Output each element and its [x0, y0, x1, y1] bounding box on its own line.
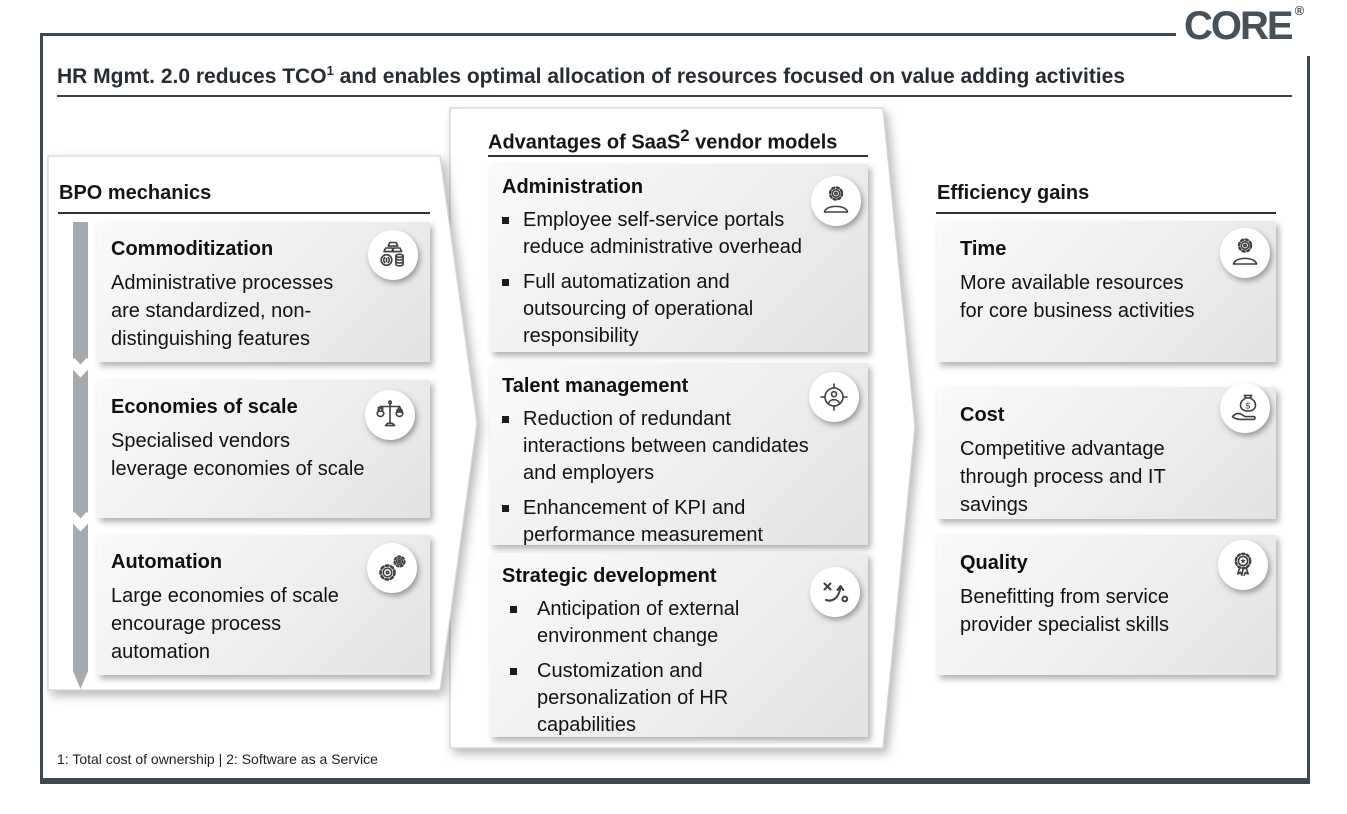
middle-header-text-suffix: vendor models [689, 131, 838, 154]
slide-frame-border [40, 33, 1310, 784]
middle-header-text: Advantages of SaaS [488, 131, 681, 154]
bullet-item: Customization and personalization of HR … [502, 658, 856, 739]
title-divider [57, 95, 1292, 97]
money-bag-hand-icon: $ [1231, 394, 1257, 421]
card-title: Strategic development [502, 565, 717, 587]
bullet-square [502, 279, 509, 286]
process-arrow-notch [67, 511, 94, 532]
brand-logo-text: CORE [1184, 4, 1294, 48]
footnote: 1: Total cost of ownership | 2: Software… [57, 751, 378, 767]
page-title-text: HR Mgmt. 2.0 reduces TCO [57, 65, 327, 88]
card-strategic-development: Strategic development Anticipation of ex… [490, 553, 868, 737]
commodity-icon-circle [368, 230, 418, 280]
user-target-icon [820, 383, 848, 411]
card-time: Time More available resources for core b… [937, 221, 1276, 362]
time-icon-circle [1220, 228, 1270, 278]
brand-logo: CORE® [1176, 2, 1311, 56]
middle-header-superscript: 2 [680, 126, 690, 145]
economies-icon-circle [365, 390, 415, 440]
middle-header-divider [488, 155, 868, 157]
card-body: Specialised vendors leverage economies o… [111, 430, 365, 480]
page-title: HR Mgmt. 2.0 reduces TCO1 and enables op… [57, 63, 1297, 89]
card-body: Administrative processes are standardize… [111, 272, 334, 350]
card-title: Administration [502, 176, 644, 198]
automation-icon-circle [367, 543, 417, 593]
commodity-money-icon [380, 241, 404, 267]
card-body: Benefitting from service provider specia… [960, 586, 1169, 636]
card-title: Quality [960, 552, 1028, 574]
strategy-icon [823, 582, 849, 603]
card-automation: Automation Large economies of scale enco… [97, 535, 430, 675]
bullet-text: Anticipation of external environment cha… [537, 598, 740, 647]
card-talent-management: Talent management Reduction of redundant… [490, 363, 868, 546]
bullet-square [502, 217, 509, 224]
left-header-divider [58, 212, 430, 214]
bullet-text: Enhancement of KPI and performance measu… [523, 497, 764, 546]
cost-icon-circle: $ [1220, 383, 1270, 433]
administration-icon-circle [811, 176, 861, 226]
user-gear-icon [823, 186, 849, 213]
right-header-divider [936, 212, 1276, 214]
left-column-header: BPO mechanics [59, 182, 212, 204]
user-gear-icon [1232, 238, 1258, 265]
gears-icon [379, 555, 406, 581]
bullet-item: Reduction of redundant interactions betw… [502, 406, 856, 487]
bullet-square [502, 416, 509, 423]
bullet-text: Customization and personalization of HR … [537, 660, 729, 736]
middle-column-header: Advantages of SaaS2 vendor models [488, 126, 837, 155]
bullet-square [502, 505, 509, 512]
card-administration: Administration Employee self-service por… [490, 164, 868, 352]
card-body: Large economies of scale encourage proce… [111, 585, 339, 663]
card-cost: Cost Competitive advantage through proce… [937, 387, 1276, 519]
card-title: Economies of scale [111, 396, 298, 418]
card-title: Talent management [502, 375, 689, 397]
bullet-text: Full automatization and outsourcing of o… [523, 271, 754, 347]
card-body: More available resources for core busine… [960, 272, 1195, 322]
bullet-item: Employee self-service portals reduce adm… [502, 207, 856, 261]
card-title: Cost [960, 404, 1005, 426]
page-title-text-suffix: and enables optimal allocation of resour… [333, 65, 1125, 88]
bullet-text: Reduction of redundant interactions betw… [523, 408, 809, 484]
svg-text:$: $ [1245, 402, 1251, 412]
bullet-item: Anticipation of external environment cha… [502, 596, 856, 650]
process-arrow-bar [73, 222, 88, 689]
bullet-text: Employee self-service portals reduce adm… [523, 209, 803, 258]
bullet-item: Enhancement of KPI and performance measu… [502, 495, 856, 549]
talent-icon-circle [809, 372, 859, 422]
card-title: Automation [111, 551, 223, 573]
bullet-square [510, 606, 517, 613]
bullet-item: Full automatization and outsourcing of o… [502, 269, 856, 350]
card-body: Competitive advantage through process an… [960, 438, 1166, 516]
registered-mark: ® [1294, 3, 1305, 18]
process-arrow-notch [67, 357, 94, 378]
bullet-square [510, 668, 517, 675]
award-ribbon-icon [1234, 552, 1252, 576]
quality-icon-circle [1218, 540, 1268, 590]
card-title: Time [960, 238, 1007, 260]
right-column-header: Efficiency gains [937, 182, 1090, 204]
title-superscript: 1 [326, 63, 334, 78]
balance-scale-icon [376, 400, 404, 427]
strategy-icon-circle [810, 567, 860, 617]
card-title: Commoditization [111, 238, 274, 260]
